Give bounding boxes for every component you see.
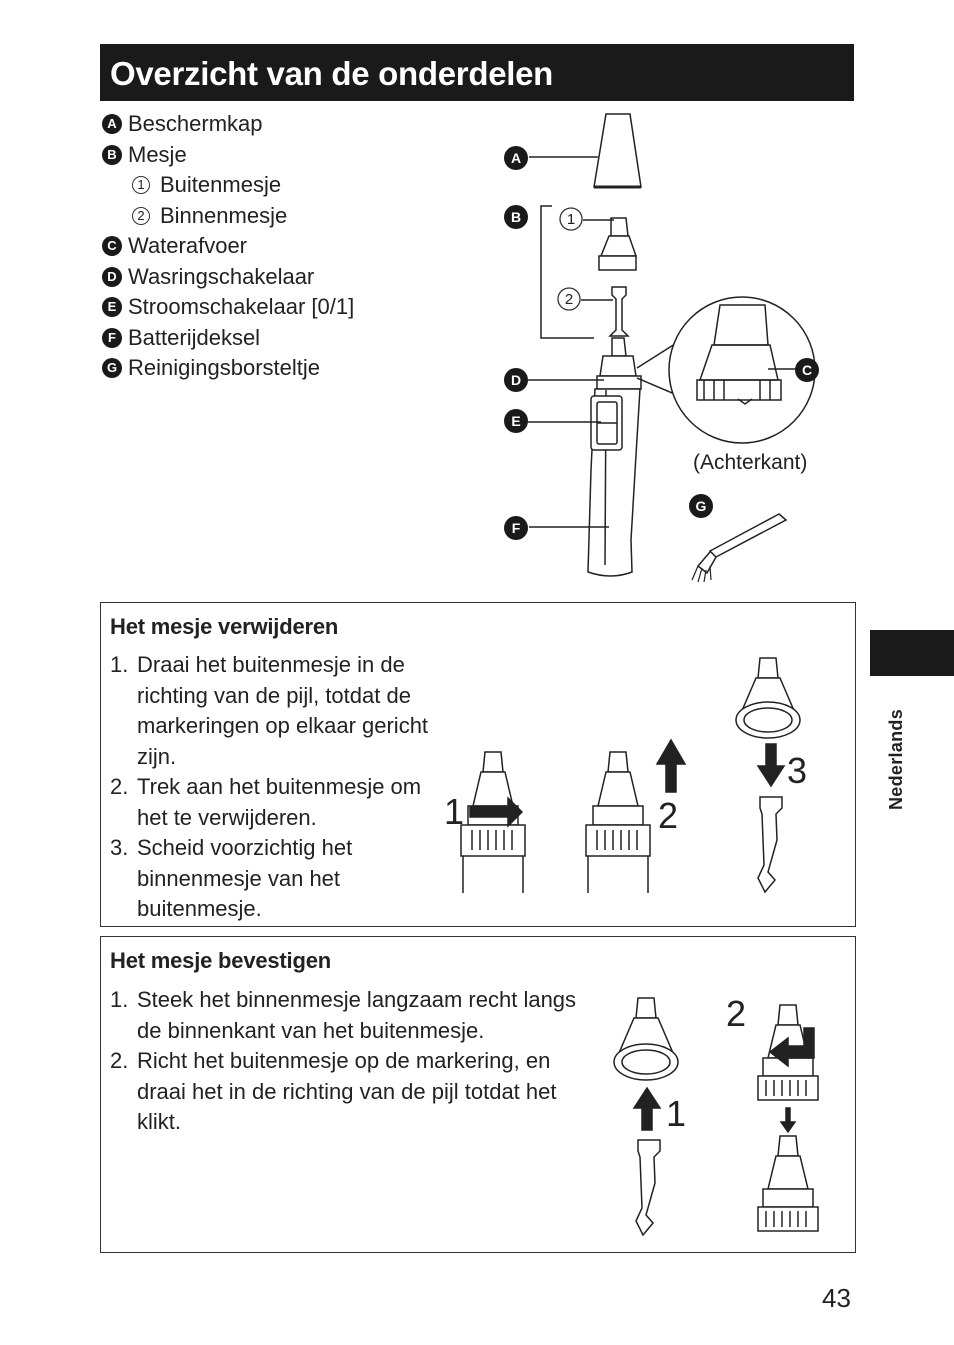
- step-number-2: 2: [658, 795, 678, 836]
- page-title: Overzicht van de onderdelen: [100, 44, 854, 101]
- step-item: 2.Richt het buitenmesje op de markering,…: [110, 1048, 557, 1134]
- letter-badge: F: [102, 327, 122, 348]
- label-e: E: [511, 413, 520, 429]
- letter-badge: C: [102, 236, 122, 257]
- protective-cap: [593, 113, 642, 188]
- rotate-arrow-icon: [469, 796, 524, 828]
- list-item: G Reinigingsborsteltje: [102, 353, 354, 384]
- number-badge: 2: [132, 206, 150, 225]
- label-f: F: [512, 520, 521, 536]
- language-label: Nederlands: [886, 708, 906, 810]
- letter-badge: B: [102, 144, 122, 165]
- step-list: 1.Draai het buitenmesje in de richting v…: [110, 650, 430, 925]
- down-arrow-icon: [756, 743, 786, 788]
- step-list: 1.Steek het binnenmesje langzaam recht l…: [110, 985, 590, 1138]
- small-down-arrow-icon: [779, 1107, 797, 1134]
- part-label: Binnenmesje: [160, 202, 288, 228]
- step-number-3: 3: [787, 750, 807, 791]
- inner-blade: [608, 286, 630, 337]
- list-item: 2 Binnenmesje: [102, 201, 354, 232]
- list-item: 1 Buitenmesje: [102, 170, 354, 201]
- trimmer-step-2: [585, 751, 651, 893]
- step-number-1: 1: [666, 1093, 686, 1134]
- step-item: 2.Trek aan het buitenmesje om het te ver…: [110, 774, 422, 830]
- cleaning-brush: [708, 513, 788, 558]
- part-label: Buitenmesje: [160, 172, 282, 197]
- list-item: A Beschermkap: [102, 109, 354, 140]
- attach-illustration: 1 2: [613, 993, 819, 1237]
- letter-badge: D: [102, 266, 122, 287]
- label-a: A: [511, 150, 521, 166]
- trimmer-body: [611, 337, 627, 357]
- step-number-1: 1: [444, 791, 464, 832]
- step-item: 3.Scheid voorzichtig het binnenmesje van…: [110, 835, 353, 921]
- list-item: E Stroomschakelaar [0/1]: [102, 292, 354, 323]
- parts-diagram: A B C D E F G 1 2 (Achterkant): [504, 113, 819, 583]
- part-label: Batterijdeksel: [128, 324, 261, 350]
- outer-blade-removed: [735, 657, 801, 739]
- insert-up-arrow-icon: [632, 1086, 662, 1131]
- letter-badge: A: [102, 114, 122, 135]
- part-label: Reinigingsborsteltje: [128, 355, 320, 380]
- section-title: Het mesje bevestigen: [110, 948, 331, 973]
- rotate-left-arrow-icon: [768, 1027, 815, 1068]
- trimmer-step-1: [460, 751, 526, 893]
- back-caption: (Achterkant): [693, 451, 807, 474]
- attach-blade-section: Het mesje bevestigen 1.Steek het binnenm…: [100, 936, 856, 1253]
- inner-blade-loose: [635, 1139, 661, 1237]
- trimmer-assembling: [757, 1004, 819, 1101]
- step-item: 1.Steek het binnenmesje langzaam recht l…: [110, 987, 577, 1043]
- step-item: 1.Draai het buitenmesje in de richting v…: [110, 652, 429, 769]
- label-g: G: [696, 498, 707, 514]
- number-badge: 1: [132, 176, 150, 195]
- remove-illustration: 1 2 3: [444, 657, 807, 894]
- section-title: Het mesje verwijderen: [110, 614, 339, 639]
- list-item: D Wasringschakelaar: [102, 262, 354, 293]
- list-item: C Waterafvoer: [102, 231, 354, 262]
- trimmer-attached: [757, 1135, 819, 1232]
- list-item: F Batterijdeksel: [102, 323, 354, 354]
- label-b: B: [511, 209, 521, 225]
- label-2: 2: [565, 291, 573, 308]
- letter-badge: G: [102, 358, 122, 379]
- label-d: D: [511, 372, 521, 388]
- list-item: B Mesje: [102, 140, 354, 171]
- outer-blade-loose: [613, 997, 679, 1081]
- label-c: C: [802, 362, 812, 378]
- remove-blade-section: Het mesje verwijderen 1.Draai het buiten…: [100, 602, 856, 927]
- page-number: 43: [822, 1283, 851, 1313]
- letter-badge: E: [102, 297, 122, 318]
- step-number-2: 2: [726, 993, 746, 1034]
- pull-up-arrow-icon: [655, 738, 687, 793]
- part-label: Mesje: [128, 141, 187, 167]
- language-tab: [870, 630, 954, 676]
- part-label: Wasringschakelaar: [128, 263, 315, 289]
- parts-list: A Beschermkap B Mesje 1 Buitenmesje 2 Binnen…: [102, 109, 354, 384]
- part-label: Waterafvoer: [128, 233, 248, 258]
- back-detail-callout: [668, 296, 816, 444]
- part-label: Stroomschakelaar [0/1]: [128, 294, 355, 319]
- part-label: Beschermkap: [128, 111, 263, 136]
- label-1: 1: [567, 211, 575, 228]
- inner-blade-removed: [757, 796, 783, 894]
